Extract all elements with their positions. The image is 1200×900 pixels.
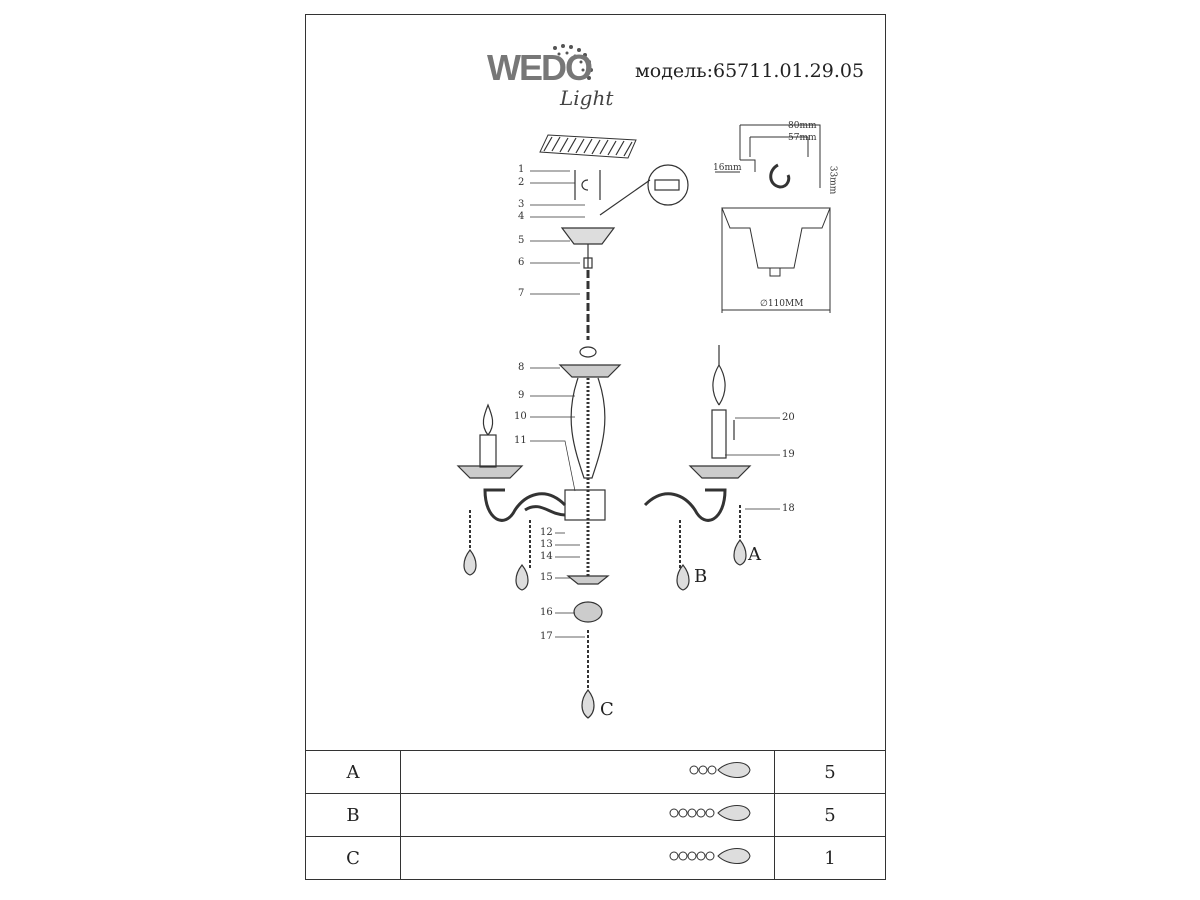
brand-logo: WEDO	[487, 47, 593, 88]
crystal-type: C	[305, 836, 401, 880]
part-label: 1	[518, 164, 525, 175]
part-label: 11	[514, 435, 527, 446]
table-row: A 5	[305, 750, 886, 794]
table-row: C 1	[305, 836, 886, 880]
dim-width-outer: 80mm	[788, 121, 817, 131]
part-label: 15	[540, 572, 553, 583]
part-label: 16	[540, 607, 553, 618]
dim-side: 16mm	[713, 163, 742, 173]
crystal-quantity: 5	[774, 793, 886, 837]
part-label: 3	[518, 199, 525, 210]
part-label: 18	[782, 503, 795, 514]
part-label: 6	[518, 257, 525, 268]
crystal-icon	[400, 750, 775, 794]
crystal-icon	[400, 836, 775, 880]
dim-diameter: ∅110MM	[760, 299, 804, 309]
part-label: 5	[518, 235, 525, 246]
crystal-icon	[400, 793, 775, 837]
crystal-type: B	[305, 793, 401, 837]
crystal-label-c: C	[600, 699, 614, 720]
brand-logo-sub: Light	[560, 86, 614, 110]
part-label: 10	[514, 411, 527, 422]
drawing-frame	[305, 14, 886, 880]
part-label: 19	[782, 449, 795, 460]
ceiling-plate	[539, 134, 637, 159]
model-number: модель:65711.01.29.05	[635, 60, 865, 82]
crystal-parts-table: A 5 B 5 C 1	[305, 750, 886, 880]
part-label: 2	[518, 177, 525, 188]
crystal-quantity: 5	[774, 750, 886, 794]
table-row: B 5	[305, 793, 886, 837]
crystal-type: A	[305, 750, 401, 794]
part-label: 8	[518, 362, 525, 373]
crystal-label-a: A	[748, 544, 761, 565]
part-label: 7	[518, 288, 525, 299]
part-label: 20	[782, 412, 795, 423]
part-label: 13	[540, 539, 553, 550]
crystal-quantity: 1	[774, 836, 886, 880]
part-label: 12	[540, 527, 553, 538]
part-label: 4	[518, 211, 525, 222]
dim-height: 33mm	[827, 165, 838, 195]
dim-width-inner: 57mm	[788, 133, 817, 143]
part-label: 9	[518, 390, 525, 401]
crystal-label-b: B	[694, 566, 708, 587]
logo-swirl-icon	[553, 44, 593, 80]
part-label: 14	[540, 551, 553, 562]
part-label: 17	[540, 631, 553, 642]
